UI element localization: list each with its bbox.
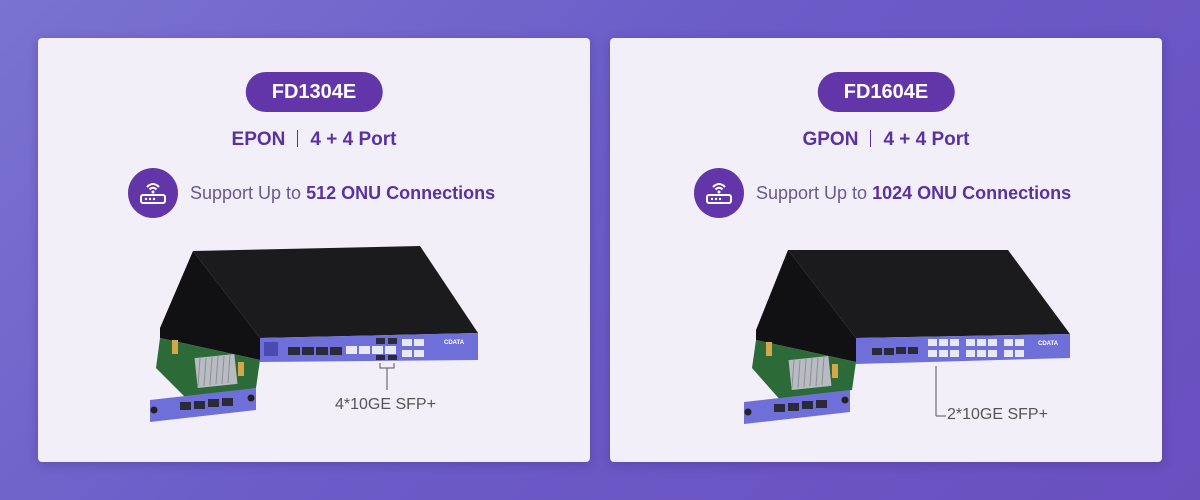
support-prefix: Support Up to xyxy=(756,182,868,203)
product-card-fd1304e: FD1304E EPON 4 + 4 Port Support Up to 512… xyxy=(38,38,590,462)
model-badge: FD1604E xyxy=(817,72,955,112)
support-row: Support Up to 512 ONU Connections xyxy=(128,168,495,218)
port-count: 4 + 4 Port xyxy=(883,129,970,150)
spec-line: GPON 4 + 4 Port xyxy=(610,129,1162,151)
support-row: Support Up to 1024 ONU Connections xyxy=(694,168,1071,218)
pon-type: GPON xyxy=(802,129,859,150)
port-count: 4 + 4 Port xyxy=(310,129,397,150)
support-text: Support Up to 512 ONU Connections xyxy=(190,183,495,204)
support-prefix: Support Up to xyxy=(190,182,302,203)
chassis-side xyxy=(160,251,260,360)
chassis-top xyxy=(193,246,478,338)
wifi-router-icon xyxy=(128,168,178,218)
onu-connections: 1024 ONU Connections xyxy=(872,182,1072,203)
uplink-label: 4*10GE SFP+ xyxy=(335,396,436,413)
support-text: Support Up to 1024 ONU Connections xyxy=(756,183,1071,204)
brand-logo: CDATA xyxy=(444,340,465,346)
brand-logo: CDATA xyxy=(1038,341,1059,347)
uplink-callout xyxy=(935,366,946,417)
uplink-callout xyxy=(379,363,395,390)
divider xyxy=(870,130,872,147)
model-badge: FD1304E xyxy=(245,72,383,112)
olt-device-image: CDATA xyxy=(150,246,478,422)
chassis-top xyxy=(788,250,1070,338)
uplink-label: 2*10GE SFP+ xyxy=(947,406,1048,423)
spec-line: EPON 4 + 4 Port xyxy=(38,129,590,151)
onu-connections: 512 ONU Connections xyxy=(306,182,496,203)
olt-device-image: CDATA xyxy=(744,250,1070,424)
pon-type: EPON xyxy=(231,129,286,150)
chassis-side xyxy=(756,250,856,362)
divider xyxy=(297,130,299,147)
product-card-fd1604e: FD1604E GPON 4 + 4 Port Support Up to 102… xyxy=(610,38,1162,462)
wifi-router-icon xyxy=(694,168,744,218)
